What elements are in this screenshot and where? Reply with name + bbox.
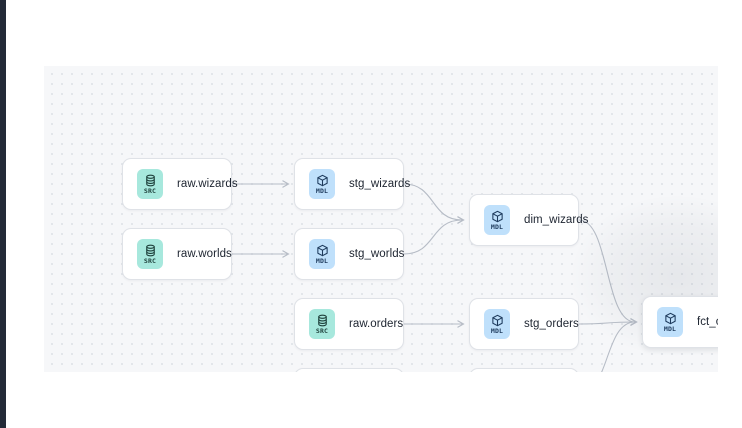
node-raw-wizards[interactable]: SRC raw.wizards <box>122 158 238 210</box>
database-icon <box>144 244 157 258</box>
node-label: stg_orders <box>524 318 579 330</box>
node-badge-src: SRC <box>137 169 163 199</box>
node-label: raw.wizards <box>177 178 238 190</box>
edge-stg-worlds-to-dim-wizards <box>403 219 463 255</box>
node-label: raw.worlds <box>177 248 232 260</box>
node-badge-text: MDL <box>315 186 329 195</box>
database-icon <box>144 174 157 188</box>
node-raw-worlds[interactable]: SRC raw.worlds <box>122 228 232 280</box>
node-badge-text: MDL <box>490 222 504 231</box>
edge-arrowhead <box>630 318 638 326</box>
cube-icon <box>316 174 329 188</box>
node-badge-text: MDL <box>315 256 329 265</box>
node-badge-mdl: MDL <box>484 205 510 235</box>
node-badge-src: SRC <box>309 309 335 339</box>
node-label: raw.orders <box>349 318 404 330</box>
edge-arrowhead <box>282 250 290 258</box>
node-badge-text: SRC <box>143 186 157 195</box>
app-left-rail <box>0 0 6 428</box>
node-stg-worlds[interactable]: MDL stg_worlds <box>294 228 404 280</box>
node-stg-orders[interactable]: MDL stg_orders <box>469 298 579 350</box>
node-badge-src: SRC <box>137 239 163 269</box>
node-badge-mdl: MDL <box>657 307 683 337</box>
cube-icon <box>316 244 329 258</box>
edge-arrowhead <box>630 318 638 326</box>
node-badge-mdl: MDL <box>484 309 510 339</box>
node-badge-mdl: MDL <box>309 239 335 269</box>
edge-arrowhead <box>630 318 638 326</box>
edge-stg-wands-to-fct-orders <box>601 321 636 372</box>
node-fct-orders[interactable]: MDL fct_orders <box>642 296 718 348</box>
node-badge-text: SRC <box>315 326 329 335</box>
node-badge-text: MDL <box>490 326 504 335</box>
node-badge-text: SRC <box>143 256 157 265</box>
cube-icon <box>664 312 677 326</box>
node-raw-orders[interactable]: SRC raw.orders <box>294 298 404 350</box>
node-badge-text: MDL <box>663 324 677 333</box>
cube-icon <box>491 210 504 224</box>
node-badge-mdl: MDL <box>309 169 335 199</box>
edge-stg-orders-to-fct-orders <box>578 321 636 325</box>
node-label: fct_orders <box>697 316 718 328</box>
node-label: stg_worlds <box>349 248 405 260</box>
edge-stg-wizards-to-dim-wizards <box>403 183 463 221</box>
edge-arrowhead <box>457 216 465 224</box>
cube-icon <box>491 314 504 328</box>
database-icon <box>316 314 329 328</box>
edge-dim-wizards-to-fct-orders <box>578 219 636 323</box>
node-stg-wizards[interactable]: MDL stg_wizards <box>294 158 410 210</box>
node-dim-wizards[interactable]: MDL dim_wizards <box>469 194 588 246</box>
edge-arrowhead <box>457 320 465 328</box>
edge-arrowhead <box>457 216 465 224</box>
edge-arrowhead <box>282 180 290 188</box>
node-label: dim_wizards <box>524 214 589 226</box>
node-label: stg_wizards <box>349 178 411 190</box>
